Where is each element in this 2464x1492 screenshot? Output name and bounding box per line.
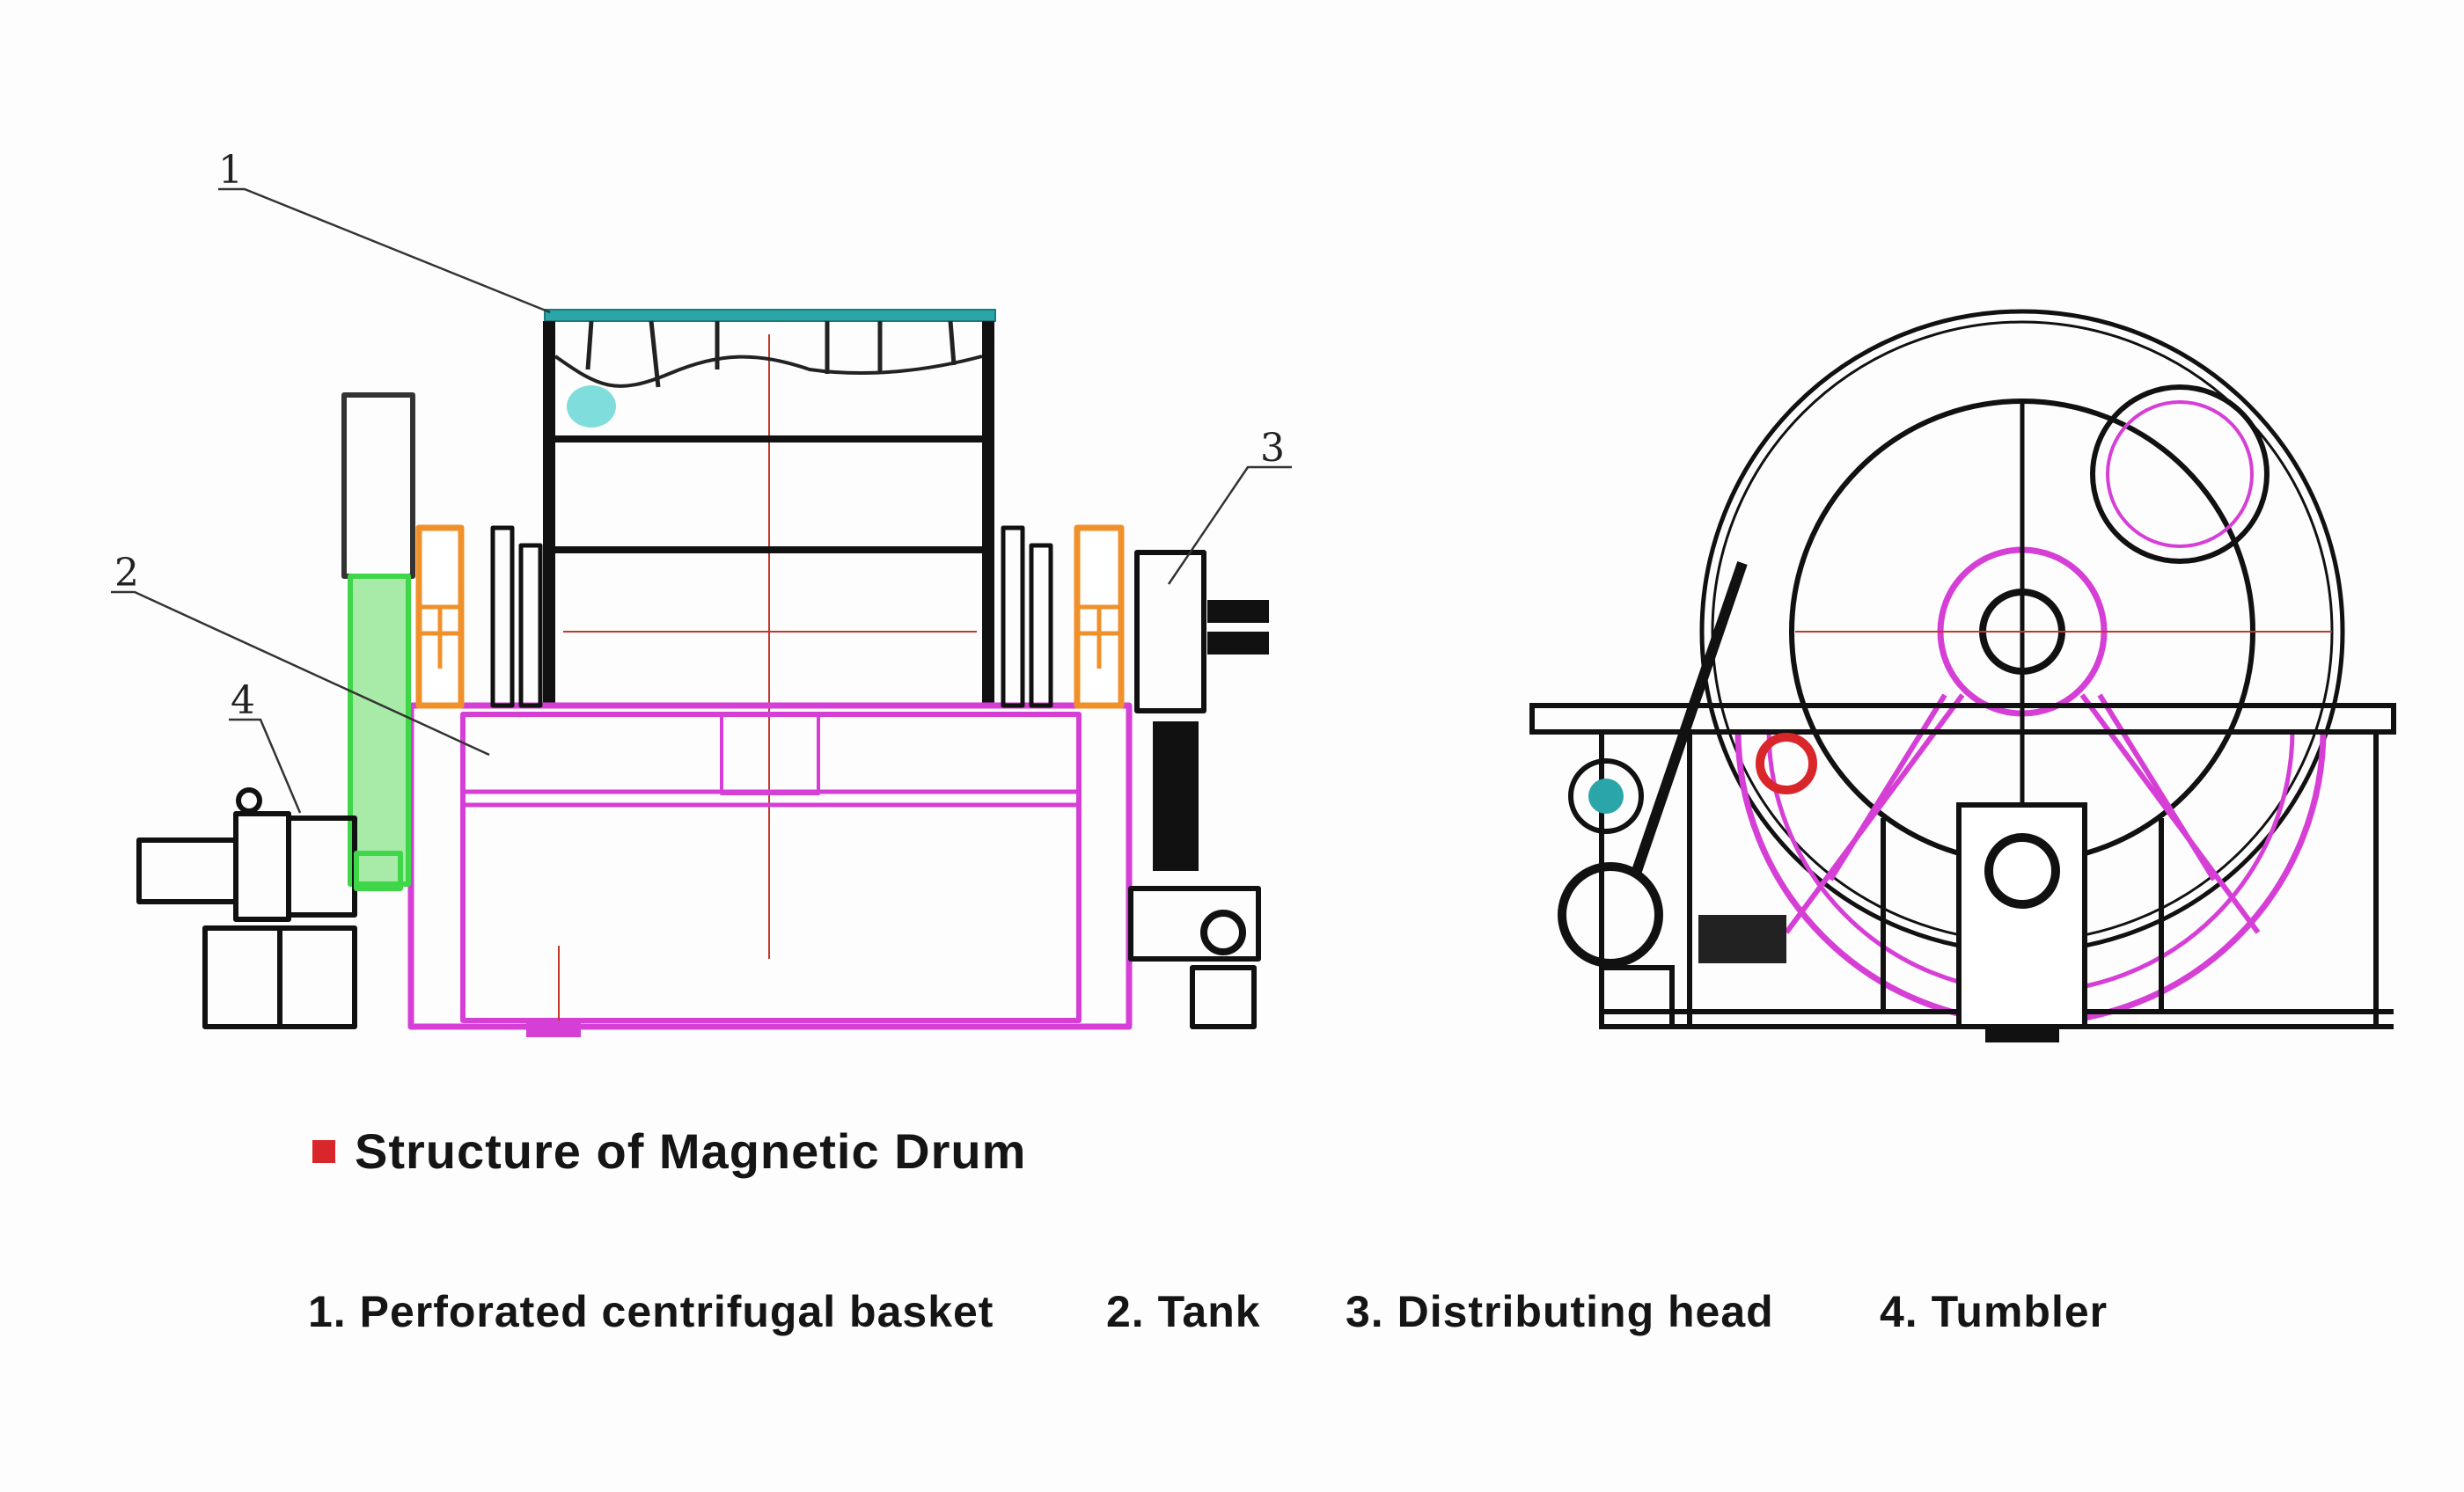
legend-item-distributing-head: 3. Distributing head: [1346, 1287, 1774, 1336]
callout-1: 1: [218, 148, 243, 193]
hopper: [341, 392, 415, 579]
drive-chain: [1153, 721, 1199, 871]
legend-item-tumbler: 4. Tumbler: [1880, 1287, 2108, 1336]
tumbler-motor: [136, 787, 403, 1029]
bearing-right: [1074, 524, 1125, 709]
callout-3: 3: [1260, 426, 1285, 471]
callout-4: 4: [231, 678, 255, 723]
legend-item-basket: 1. Perforated centrifugal basket: [308, 1287, 994, 1336]
distributing-head: [1134, 550, 1206, 713]
basket-top-bar: [544, 309, 996, 322]
callout-2: 2: [114, 551, 139, 596]
right-gearmotor: [1128, 886, 1261, 962]
belt-guard: [348, 574, 411, 887]
tank-center-box: [720, 713, 820, 795]
basket-slurry-line: [554, 355, 983, 388]
basket-left-wall: [543, 321, 555, 706]
gauge: [1756, 733, 1817, 794]
basket-hangers: [585, 320, 957, 388]
basket-spray-blob: [567, 385, 616, 428]
tank-inner: [460, 712, 1082, 1023]
title-marker-icon: [312, 1139, 335, 1163]
end-view: [1529, 309, 2396, 1042]
side-view: 1 2 3 4: [111, 148, 1292, 1037]
handwheel: [1558, 862, 1663, 968]
support-arm: [1632, 561, 1748, 873]
title-text: Structure of Magnetic Drum: [355, 1123, 1027, 1179]
diagram-title: Structure of Magnetic Drum: [312, 1123, 1026, 1180]
tank-outlet: [526, 1023, 581, 1037]
feed-port: [2090, 384, 2270, 564]
legend-item-tank: 2. Tank: [1106, 1287, 1261, 1336]
legend: 1. Perforated centrifugal basket 2. Tank…: [0, 1286, 2464, 1348]
basket-right-wall: [982, 321, 994, 706]
